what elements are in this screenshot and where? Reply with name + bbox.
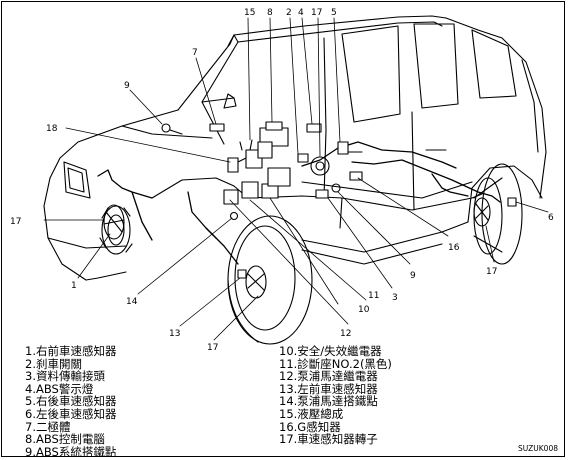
front-right-rotor <box>103 204 125 240</box>
callout-4: 4 <box>298 8 304 18</box>
legend-item: 5.右後車速感知器 <box>25 394 117 409</box>
callout-17-left: 17 <box>10 217 21 227</box>
callout-8: 8 <box>267 8 273 18</box>
callout-6: 6 <box>548 213 554 223</box>
callout-7: 7 <box>192 48 198 58</box>
front-left-wheel <box>227 215 313 345</box>
legend-item: 11.診斷座NO.2(黑色) <box>279 356 392 371</box>
legend-item: 17.車速感知器轉子 <box>279 432 378 447</box>
legend-right-column: 10.安全/失效繼電器 11.診斷座NO.2(黑色) 12.泵浦馬達繼電器 13… <box>279 345 392 446</box>
wiring-harness <box>97 141 501 265</box>
callout-numbers: 15 8 2 4 17 5 7 9 18 17 1 14 13 17 12 10… <box>10 8 554 353</box>
legend-item: 15.液壓總成 <box>279 406 344 421</box>
callout-17-bottom: 17 <box>207 343 218 353</box>
callout-9-right: 9 <box>410 271 416 281</box>
callout-17-right: 17 <box>486 267 497 277</box>
rear-wheel <box>473 163 523 265</box>
front-left-rotor <box>245 265 267 299</box>
legend-item: 14.泵浦馬達搭鐵點 <box>279 394 378 409</box>
callout-18: 18 <box>46 124 58 134</box>
legend-item: 4.ABS警示燈 <box>25 381 94 396</box>
callout-15: 15 <box>244 8 255 18</box>
callout-14: 14 <box>126 297 138 307</box>
legend-item: 2.刹車開關 <box>25 356 82 371</box>
legend-item: 7.二極體 <box>25 419 71 434</box>
leader-lines <box>43 17 549 341</box>
callout-11: 11 <box>368 291 379 301</box>
legend-item: 13.左前車速感知器 <box>279 381 378 396</box>
legend-item: 16.G感知器 <box>279 419 341 434</box>
callout-3: 3 <box>392 293 398 303</box>
legend-item: 1.右前車速感知器 <box>25 344 117 358</box>
callout-1: 1 <box>71 281 77 291</box>
car-body <box>43 15 547 281</box>
callout-9-top: 9 <box>124 81 130 91</box>
rear-rotor <box>473 197 491 227</box>
legend-item: 9.ABS系統搭鐵點 <box>25 444 117 457</box>
callout-13: 13 <box>169 329 180 339</box>
callout-17-top: 17 <box>311 8 322 18</box>
components <box>161 121 517 279</box>
legend-item: 6.左後車速感知器 <box>25 406 117 421</box>
legend-item: 12.泵浦馬達繼電器 <box>279 369 378 384</box>
callout-10: 10 <box>358 305 370 315</box>
callout-12: 12 <box>340 329 351 339</box>
legend-item: 10.安全/失效繼電器 <box>279 344 382 358</box>
callout-2: 2 <box>286 8 292 18</box>
callout-5: 5 <box>331 8 337 18</box>
legend-item: 8.ABS控制電腦 <box>25 432 105 447</box>
legend-item: 3.資料傳輸接頭 <box>25 369 105 384</box>
legend-left-column: 1.右前車速感知器 2.刹車開關 3.資料傳輸接頭 4.ABS警示燈 5.右後車… <box>25 344 117 457</box>
image-code: SUZUK008 <box>518 444 558 453</box>
callout-16: 16 <box>448 243 460 253</box>
